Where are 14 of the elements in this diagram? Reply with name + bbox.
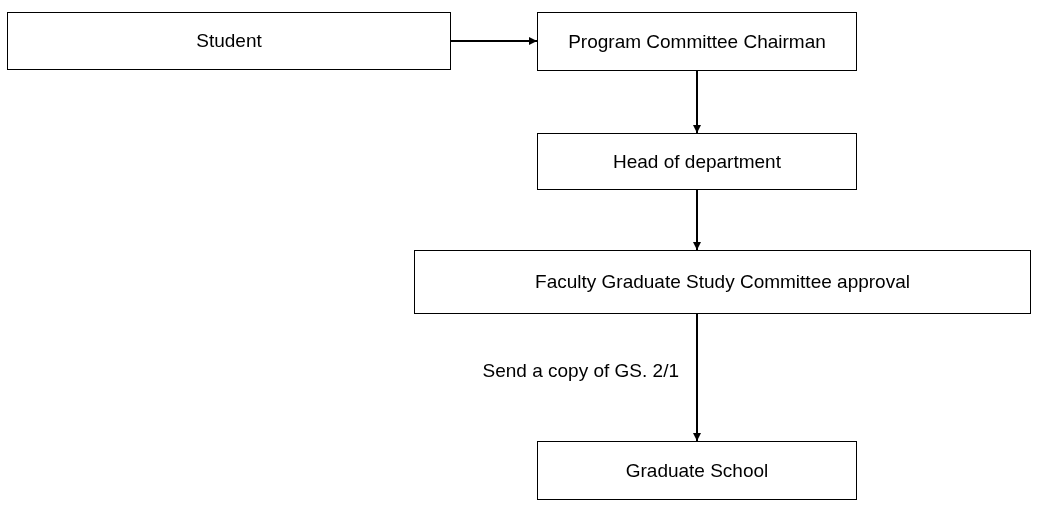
arrow	[693, 70, 701, 134]
box-label: Graduate School	[625, 459, 769, 482]
arrow	[693, 189, 701, 251]
process-box	[537, 133, 857, 190]
process-box	[7, 12, 451, 70]
process-box	[537, 441, 857, 500]
box-label: Program Committee Chairman	[568, 30, 826, 53]
arrow	[450, 37, 538, 45]
process-box	[537, 12, 857, 71]
box-label: Faculty Graduate Study Committee approval	[535, 271, 910, 293]
arrow	[693, 313, 701, 442]
box-label: Student	[196, 30, 262, 52]
process-box	[414, 250, 1031, 314]
box-label: Head of department	[613, 150, 781, 173]
